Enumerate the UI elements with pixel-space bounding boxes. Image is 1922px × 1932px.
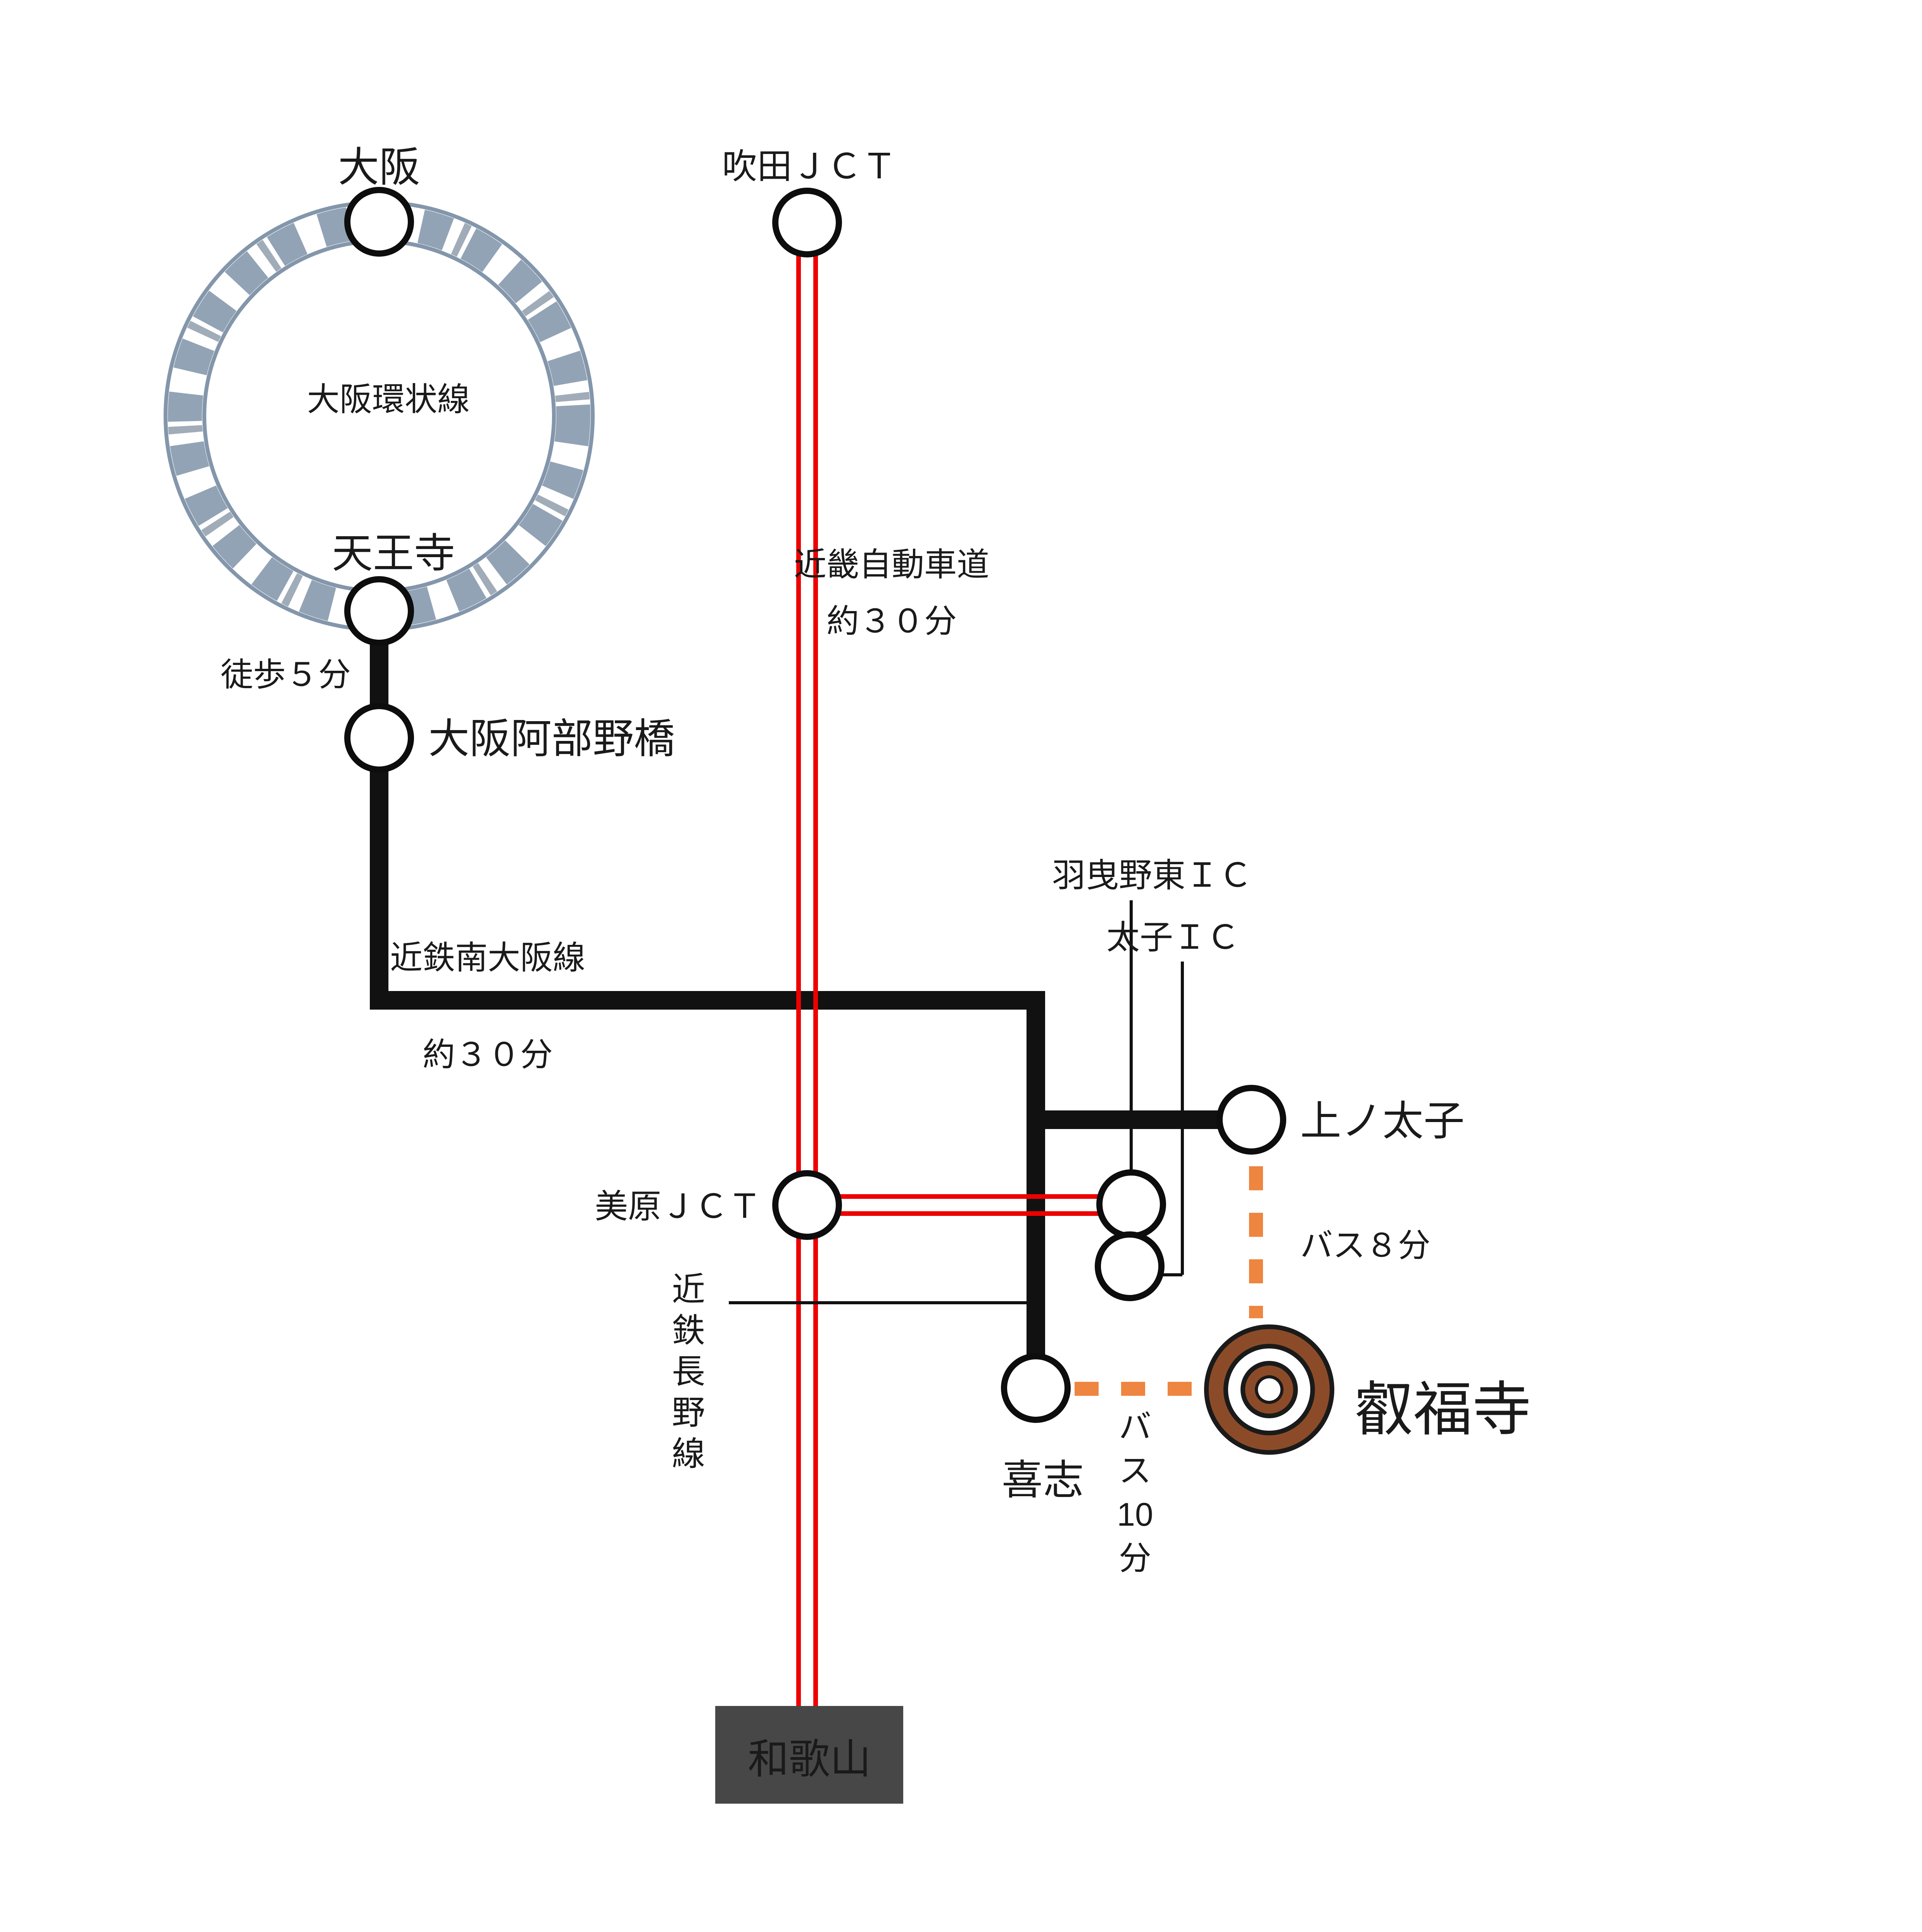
temple-target-icon (1204, 1324, 1334, 1455)
station-circle-kishi (1001, 1353, 1071, 1423)
station-circle-taishi-ic (1095, 1231, 1165, 1301)
label-eifukuji: 叡福寺 (1354, 1377, 1531, 1443)
label-naganoLine-char-1: 鉄 (672, 1312, 705, 1349)
label-wakayama: 和歌山 (748, 1737, 871, 1782)
label-minamiOsakaLine: 近鉄南大阪線 (390, 939, 585, 976)
label-loop: 大阪環状線 (307, 381, 470, 418)
label-bus10-char-2: 10 (1117, 1496, 1153, 1533)
label-naganoLine-char-3: 野 (672, 1394, 705, 1431)
station-circle-suita-jct (772, 188, 842, 257)
kinki-expressway-line (796, 254, 1099, 1707)
label-kinkiTime: 約３０分 (826, 603, 957, 639)
station-nodes (344, 187, 1286, 1423)
label-tennoji: 天王寺 (332, 531, 455, 577)
label-bus8: バス８分 (1300, 1227, 1430, 1264)
labels: 大阪大阪環状線天王寺徒歩５分大阪阿部野橋吹田ＪＣＴ近畿自動車道約３０分近鉄南大阪… (221, 145, 1531, 1782)
station-circle-habikino-higashi-ic (1096, 1169, 1166, 1239)
label-naganoLine-char-4: 線 (672, 1435, 705, 1473)
label-miharaJCT: 美原ＪＣＴ (595, 1188, 761, 1225)
label-naganoLine-char-2: 長 (672, 1353, 705, 1390)
wakayama-box (715, 1706, 903, 1804)
label-taishiIC: 太子ＩＣ (1106, 919, 1240, 956)
label-bus10-char-1: ス (1119, 1452, 1151, 1489)
station-circle-kaminotaishi (1216, 1085, 1286, 1155)
label-naganoLine-char-0: 近 (672, 1271, 705, 1308)
label-kinkiExpwy: 近畿自動車道 (794, 546, 989, 583)
station-circle-tennoji (344, 576, 414, 646)
label-bus10-char-3: 分 (1119, 1540, 1151, 1576)
bus-route-lines (1075, 1166, 1263, 1396)
label-kishi: 喜志 (1002, 1457, 1084, 1503)
label-osaka: 大阪 (338, 145, 420, 190)
station-circle-mihara-jct (772, 1170, 842, 1240)
temple-ring-7 (1258, 1378, 1280, 1401)
station-circle-osaka (344, 187, 414, 257)
label-habikinoIC: 羽曳野東ＩＣ (1052, 857, 1252, 894)
label-kaminotaishi: 上ノ太子 (1300, 1098, 1465, 1144)
label-bus10-char-0: バ (1119, 1409, 1151, 1445)
label-suita: 吹田ＪＣＴ (722, 147, 897, 186)
label-minamiOsakaTime: 約３０分 (423, 1036, 553, 1073)
label-abenobashi: 大阪阿部野橋 (428, 716, 675, 762)
station-circle-abenobashi (344, 703, 414, 773)
leader-lines (729, 900, 1184, 1304)
label-walk: 徒歩５分 (221, 656, 351, 693)
